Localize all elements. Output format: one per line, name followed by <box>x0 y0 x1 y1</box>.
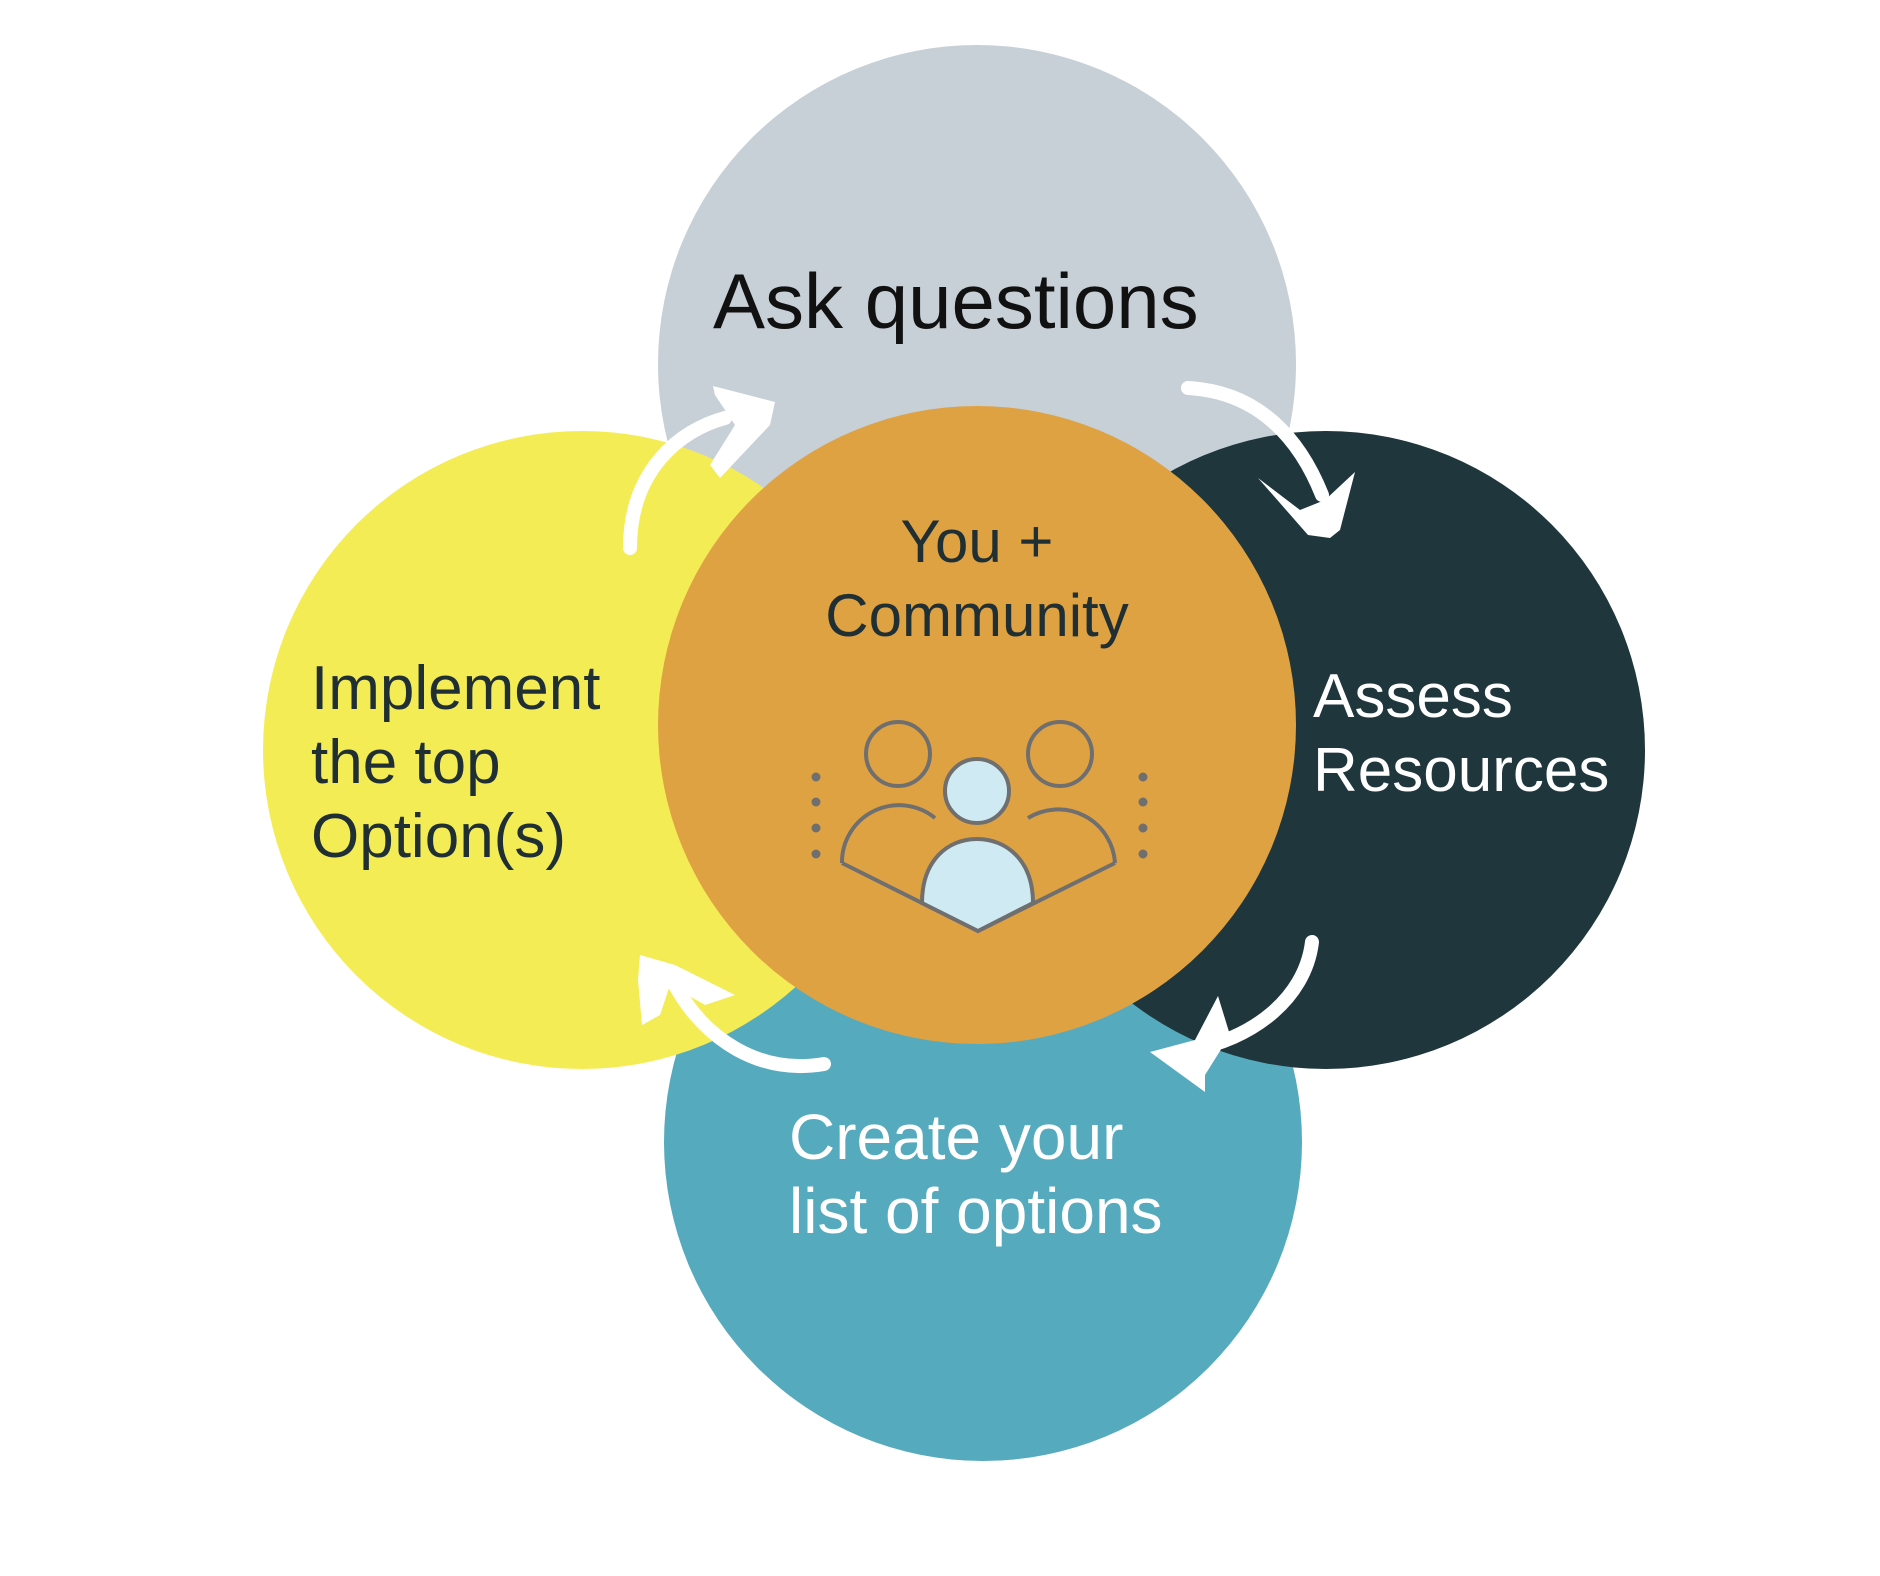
label-line: list of options <box>789 1175 1163 1247</box>
arrow-implement-to-ask-icon <box>623 411 732 555</box>
step-create-options-label: Create your list of options <box>789 1100 1163 1248</box>
step-ask-questions-label: Ask questions <box>713 262 1199 340</box>
center-circle <box>658 406 1296 1044</box>
center-label: You + Community <box>825 505 1128 653</box>
community-people-icon <box>811 720 1148 934</box>
label-line: Resources <box>1313 736 1610 805</box>
label-line: Ask questions <box>713 257 1199 345</box>
label-line: Implement <box>311 654 601 723</box>
label-line: Option(s) <box>311 802 566 871</box>
label-line: Assess <box>1313 662 1513 731</box>
arrow-create-to-implement-icon <box>668 978 831 1073</box>
center-line-1: You + <box>900 508 1054 575</box>
step-implement-label: Implement the top Option(s) <box>311 652 600 874</box>
step-assess-resources-label: Assess Resources <box>1313 660 1609 808</box>
arrow-ask-to-assess-icon <box>1181 381 1329 502</box>
label-line: Create your <box>789 1101 1124 1173</box>
label-line: the top <box>311 728 501 797</box>
center-line-2: Community <box>825 582 1129 649</box>
